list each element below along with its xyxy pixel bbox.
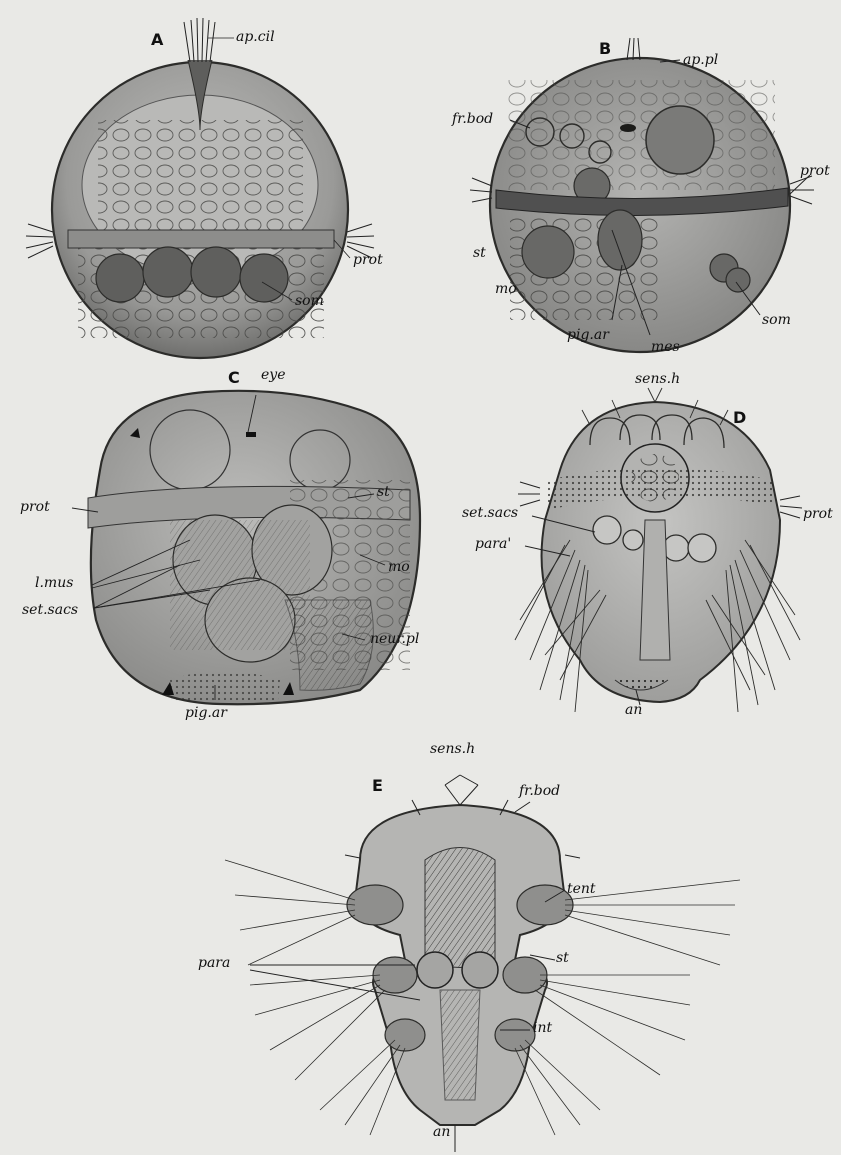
figure-b-letter: B <box>599 41 611 57</box>
figure-a-apical-cilia <box>184 18 215 62</box>
label-a-som: som <box>295 294 324 308</box>
label-e-st: st <box>556 951 569 965</box>
label-c-neur-pl: neur.pl <box>370 632 419 646</box>
label-e-an: an <box>433 1125 450 1139</box>
label-e-para: para <box>198 956 230 970</box>
label-b-fr-bod: fr.bod <box>452 112 493 126</box>
label-b-mes: mes <box>651 340 680 354</box>
figure-c-eye <box>246 432 256 437</box>
figure-d-letter: D <box>733 410 746 426</box>
figure-b-large-cell <box>646 106 714 174</box>
figure-b-drawing <box>470 38 814 352</box>
figure-a-prototroch <box>68 230 334 248</box>
label-e-int: int <box>533 1021 552 1035</box>
label-b-som: som <box>762 313 791 327</box>
label-b-ap-pl: ap.pl <box>683 53 718 67</box>
label-d-an: an <box>625 703 642 717</box>
label-c-mo: mo <box>388 560 410 574</box>
label-e-fr-bod: fr.bod <box>519 784 560 798</box>
label-b-mo: mo <box>495 282 517 296</box>
label-a-prot: prot <box>353 253 383 267</box>
label-a-ap-cil: ap.cil <box>236 30 275 44</box>
label-c-set-sacs: set.sacs <box>22 603 78 617</box>
figure-c-drawing <box>72 391 420 704</box>
figure-c-pigment-area <box>170 671 280 703</box>
label-e-tent: tent <box>567 882 596 896</box>
label-b-prot: prot <box>800 164 830 178</box>
label-e-sens-h: sens.h <box>430 742 475 756</box>
label-b-pig-ar: pig.ar <box>567 328 609 342</box>
figure-e-gut <box>425 848 495 968</box>
label-c-eye: eye <box>261 368 285 382</box>
label-c-prot: prot <box>20 500 50 514</box>
label-d-sens-h: sens.h <box>635 372 680 386</box>
label-c-l-mus: l.mus <box>35 576 73 590</box>
label-b-st: st <box>473 246 486 260</box>
label-c-pig-ar: pig.ar <box>185 706 227 720</box>
figure-c-letter: C <box>228 370 240 386</box>
label-d-set-sacs: set.sacs <box>462 506 518 520</box>
figure-e-letter: E <box>372 778 383 794</box>
label-c-st: st <box>377 485 390 499</box>
figure-e-drawing <box>225 775 740 1152</box>
figure-a-letter: A <box>151 32 163 48</box>
label-d-para: para' <box>475 537 511 551</box>
figure-d-drawing <box>515 388 802 712</box>
label-d-prot: prot <box>803 507 833 521</box>
